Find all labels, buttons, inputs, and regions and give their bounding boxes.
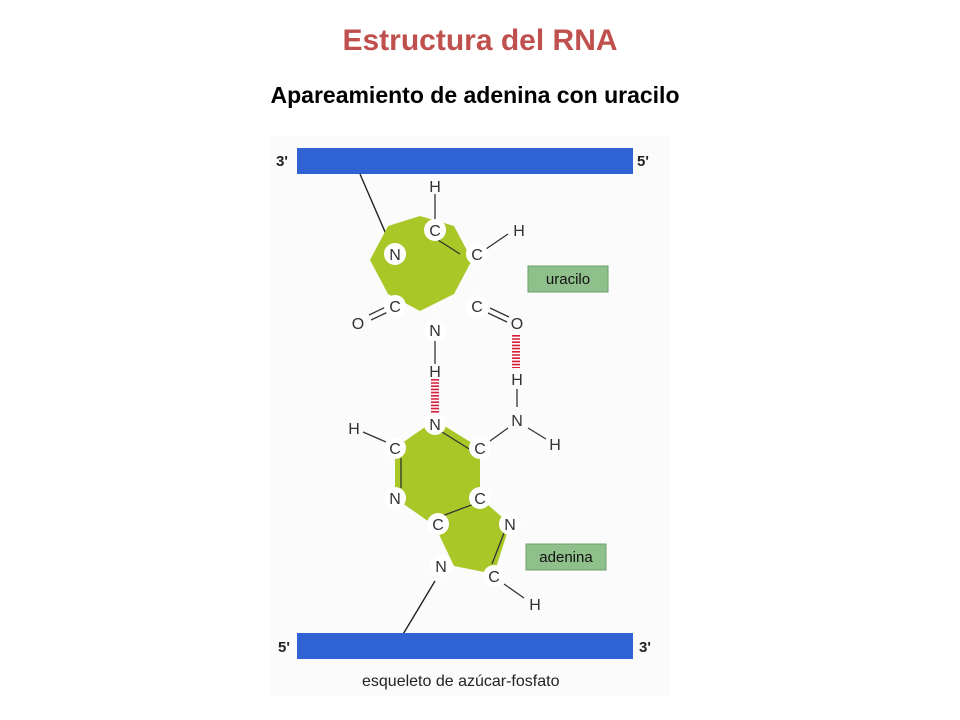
atom-n: N [511,413,523,430]
atom-c: C [474,491,486,508]
adenine-bond-nh-right [527,427,547,440]
adenine-label-box [525,543,607,571]
top-strand-bar [297,148,633,174]
atom-n: N [429,323,441,340]
atom-h: H [511,372,523,389]
top-strand-right-end: 5' [637,153,649,170]
atom-h: H [429,179,441,196]
atom-o: O [352,316,364,333]
atom-c: C [471,299,483,316]
atom-h: H [348,421,360,438]
uracil-bond-co-right-2 [487,312,508,323]
atom-n: N [389,491,401,508]
page-subtitle: Apareamiento de adenina con uracilo [270,82,680,108]
base-pair-diagram: 3' 5' C C N C C N H H O O H [270,136,670,696]
adenine-double-bond-1 [441,431,475,453]
adenine-atoms: N C C N C C N N C H H N H H [348,372,561,614]
atom-c: C [474,441,486,458]
adenine-label: adenina [539,549,593,566]
adenine-six-ring [395,420,480,526]
atom-h: H [429,364,441,381]
uracil-bond-co-right-1 [489,307,510,318]
atom-h: H [529,597,541,614]
atom-n: N [435,559,447,576]
bottom-glycosidic-bond [401,580,436,637]
atom-c: C [429,223,441,240]
atom-h: H [513,223,525,240]
atom-c: C [389,441,401,458]
atom-c: C [389,299,401,316]
uracil-ring [370,216,472,311]
adenine-double-bond-3 [441,503,475,517]
adenine-double-bond-4 [491,532,505,565]
bottom-strand-bar [297,633,633,659]
atom-c: C [471,247,483,264]
top-strand-left-end: 3' [276,153,288,170]
atom-o: O [511,316,523,333]
uracil-label-box [527,265,609,293]
adenine-bond-hc [362,431,387,443]
atom-n: N [389,247,401,264]
atom-h: H [549,437,561,454]
adenine-bond-cn [489,427,509,442]
adenine-five-ring [435,498,510,574]
base-pair-svg: 3' 5' C C N C C N H H O O H [276,148,651,690]
uracil-double-bond [437,239,461,255]
backbone-caption: esqueleto de azúcar-fosfato [362,673,560,690]
uracil-bond-ch-right [485,233,509,250]
uracil-atoms: C C N C C N H H O O H [352,179,525,381]
atom-n: N [429,417,441,434]
uracil-label: uracilo [546,271,590,288]
atom-n: N [504,517,516,534]
page-title: Estructura del RNA [342,24,618,57]
atom-c: C [432,517,444,534]
atom-c: C [488,569,500,586]
bottom-strand-right-end: 3' [639,639,651,656]
bottom-strand-left-end: 5' [278,639,290,656]
adenine-bond-ch-bottom [503,583,525,599]
